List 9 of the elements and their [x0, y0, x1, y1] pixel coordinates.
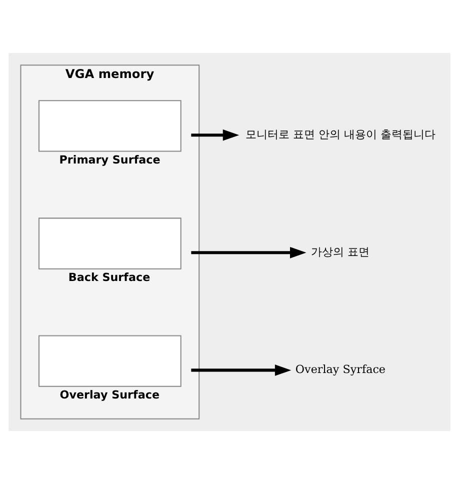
arrow: [191, 128, 240, 140]
node-label: Overlay Surface: [60, 388, 160, 401]
node-label: Primary Surface: [59, 152, 160, 166]
node-text: 모니터로 표면 안의 내용이 출력됩니다: [245, 127, 436, 140]
arrow: [191, 364, 292, 376]
arrow: [191, 246, 306, 258]
node-text: Overlay Syrface: [295, 362, 386, 376]
node-text: 가상의 표면: [311, 244, 370, 258]
node-label: Back Surface: [68, 270, 150, 284]
